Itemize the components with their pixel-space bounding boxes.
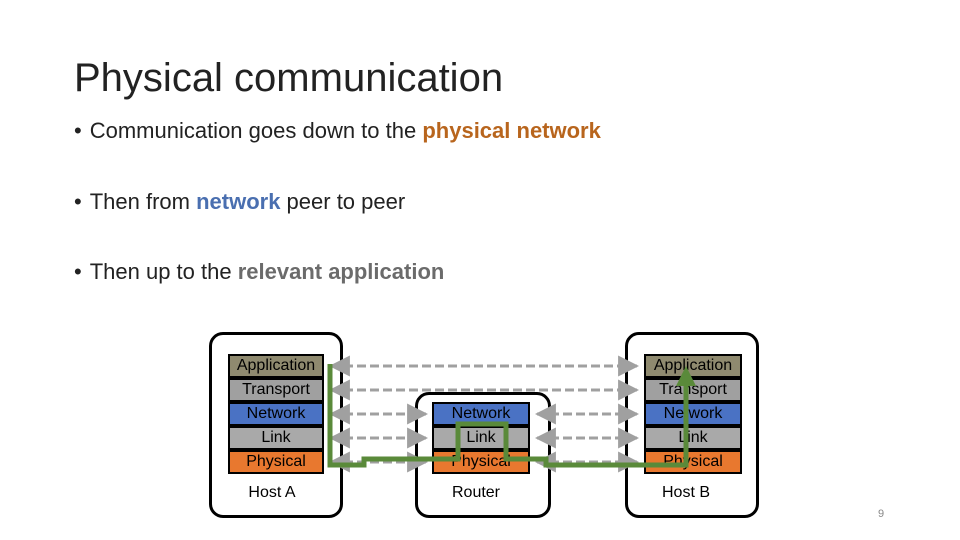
bullet-2-text: Then from — [89, 189, 197, 214]
communication-path — [327, 364, 696, 468]
bullet-marker: • — [74, 118, 82, 143]
page-number: 9 — [878, 508, 885, 520]
host-b-label: Host B — [661, 484, 710, 501]
slide-title: Physical communication — [74, 56, 504, 100]
bullet-2-highlight: network — [196, 189, 281, 214]
bullet-1: • Communication goes down to the physical… — [74, 118, 601, 144]
bullet-marker: • — [74, 259, 82, 284]
bullet-marker: • — [74, 189, 82, 214]
bullet-1-highlight: physical network — [422, 118, 601, 143]
host-b-layer-network: Network — [644, 402, 742, 426]
host-a-layer-network: Network — [228, 402, 324, 426]
host-b-layer-physical: Physical — [644, 450, 742, 474]
bullet-3-text: Then up to the — [89, 259, 238, 284]
host-a-layer-physical: Physical — [228, 450, 324, 474]
bullet-3: • Then up to the relevant application — [74, 259, 444, 285]
bullet-1-text: Communication goes down to the — [89, 118, 423, 143]
host-a-layer-transport: Transport — [228, 378, 324, 402]
host-a-label: Host A — [248, 484, 296, 501]
router-label: Router — [451, 484, 501, 501]
bullet-2-text-end: peer to peer — [280, 189, 406, 214]
host-a-layer-link: Link — [228, 426, 324, 450]
bullet-2: • Then from network peer to peer — [74, 189, 405, 215]
host-a-layer-application: Application — [228, 354, 324, 378]
bullet-3-highlight: relevant application — [237, 259, 445, 284]
router-layer-physical: Physical — [432, 450, 530, 474]
router-layer-link: Link — [432, 426, 530, 450]
